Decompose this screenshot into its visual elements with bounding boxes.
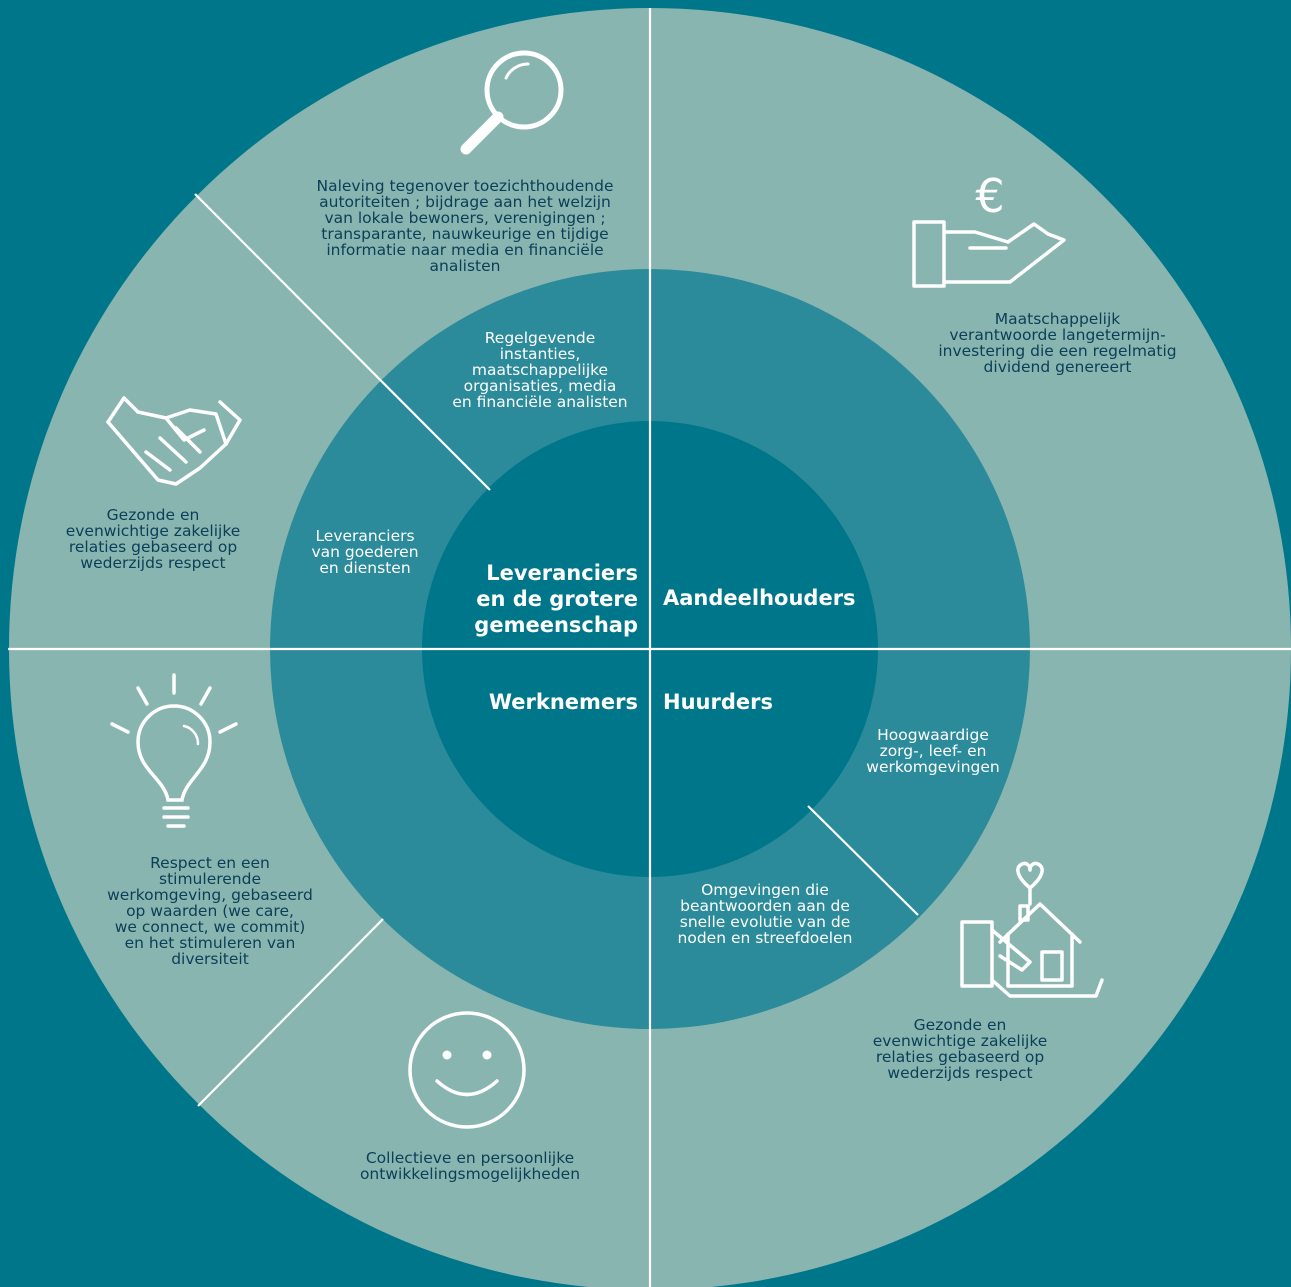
outer-label-tenants: Gezonde en evenwichtige zakelijke relati… [872, 1016, 1048, 1082]
outer-label-suppliers: Gezonde en evenwichtige zakelijke relati… [65, 506, 241, 572]
house-heart-hand-icon [960, 861, 1104, 998]
handshake-icon [106, 396, 242, 486]
smiley-icon [408, 1011, 526, 1129]
dividers [8, 8, 1291, 1287]
core-label-employees: Werknemers [488, 690, 638, 714]
core-label-shareholders: Aandeelhouders [663, 586, 856, 610]
middle-label-tenants-care: Hoogwaardige zorg-, leef- en werkomgevin… [866, 726, 1000, 776]
euro-symbol: € [975, 169, 1004, 223]
lightbulb-icon [110, 673, 238, 828]
outer-label-regulators: Naleving tegenover toezichthoudende auto… [316, 177, 614, 275]
euro-hand-icon [912, 220, 1066, 288]
core-label-suppliers-community: Leveranciers en de grotere gemeenschap [474, 561, 638, 637]
core-label-tenants: Huurders [663, 690, 773, 714]
middle-label-regulators: Regelgevende instanties, maatschappelijk… [452, 329, 628, 411]
middle-label-suppliers: Leveranciers van goederen en diensten [311, 527, 419, 577]
outer-label-employees-development: Collectieve en persoonlijke ontwikkeling… [359, 1149, 581, 1183]
outer-label-shareholders: Maatschappelijk verantwoorde langetermij… [938, 310, 1177, 376]
middle-label-tenants-evolution: Omgevingen die beantwoorden aan de snell… [677, 881, 853, 947]
divider-lower-right [807, 805, 919, 916]
divider-upper-left [194, 193, 491, 491]
magnifying-glass-icon [460, 50, 564, 155]
divider-lower-left [197, 918, 384, 1107]
outer-label-employees-respect: Respect en een stimulerende werkomgeving… [107, 854, 313, 968]
